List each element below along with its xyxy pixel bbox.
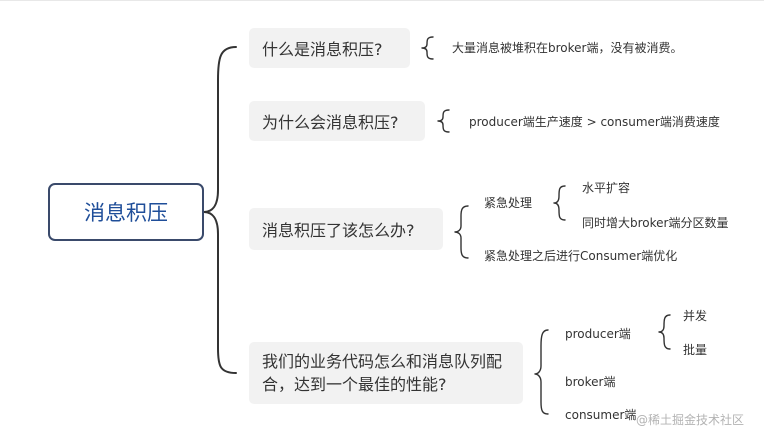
topic-label: 我们的业务代码怎么和消息队列配合，达到一个最佳的性能?	[262, 352, 503, 394]
top-divider	[0, 0, 764, 1]
topic-label: 什么是消息积压?	[262, 40, 383, 59]
topic-label: 为什么会消息积压?	[262, 113, 399, 132]
leaf-consumer-optimization[interactable]: 紧急处理之后进行Consumer端优化	[484, 249, 678, 263]
topic2-brace	[437, 109, 450, 133]
root-topic[interactable]: 消息积压	[48, 183, 204, 241]
topic3-brace	[454, 205, 469, 259]
leaf-batching[interactable]: 批量	[683, 343, 708, 357]
root-brace	[203, 46, 237, 374]
topic4-brace	[534, 329, 549, 415]
topic1-brace	[421, 36, 434, 60]
leaf-urgent-handling[interactable]: 紧急处理	[484, 196, 533, 210]
topic-how-to-handle[interactable]: 消息积压了该怎么办?	[249, 208, 443, 250]
leaf-backlog-definition[interactable]: 大量消息被堆积在broker端，没有被消费。	[452, 41, 683, 55]
root-topic-label: 消息积压	[84, 201, 168, 225]
watermark: @稀土掘金技术社区	[636, 413, 745, 427]
leaf-consumer-side[interactable]: consumer端	[565, 408, 637, 422]
producer-brace	[658, 314, 671, 350]
topic-what-is-backlog[interactable]: 什么是消息积压?	[249, 28, 410, 68]
urgent-brace	[553, 185, 566, 221]
topic-label: 消息积压了该怎么办?	[262, 221, 415, 240]
leaf-backlog-cause[interactable]: producer端生产速度 > consumer端消费速度	[469, 115, 720, 129]
leaf-broker-side[interactable]: broker端	[565, 375, 616, 389]
leaf-horizontal-scaling[interactable]: 水平扩容	[582, 181, 631, 195]
leaf-producer-side[interactable]: producer端	[565, 327, 631, 341]
leaf-increase-partitions[interactable]: 同时增大broker端分区数量	[582, 216, 729, 230]
topic-why-backlog[interactable]: 为什么会消息积压?	[249, 101, 425, 141]
leaf-concurrency[interactable]: 并发	[683, 309, 708, 323]
topic-best-performance[interactable]: 我们的业务代码怎么和消息队列配合，达到一个最佳的性能?	[249, 342, 523, 404]
